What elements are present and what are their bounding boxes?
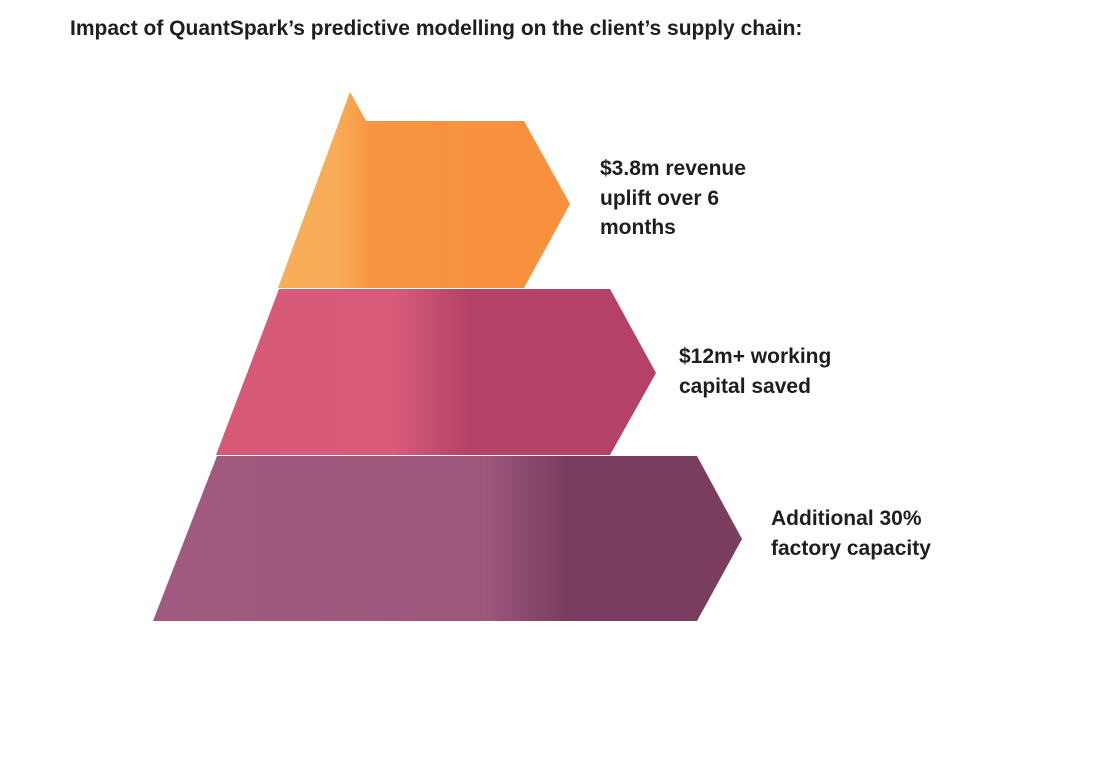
tier-2-arrow bbox=[216, 289, 656, 455]
page-title: Impact of QuantSpark’s predictive modell… bbox=[70, 17, 803, 40]
tier-1-arrow bbox=[278, 92, 570, 288]
tier-1-label: $3.8m revenue uplift over 6 months bbox=[600, 157, 746, 239]
tier-2-label: $12m+ working capital saved bbox=[679, 345, 832, 398]
tier-3-arrow bbox=[153, 456, 742, 621]
tier-3-label: Additional 30% factory capacity bbox=[771, 507, 931, 560]
